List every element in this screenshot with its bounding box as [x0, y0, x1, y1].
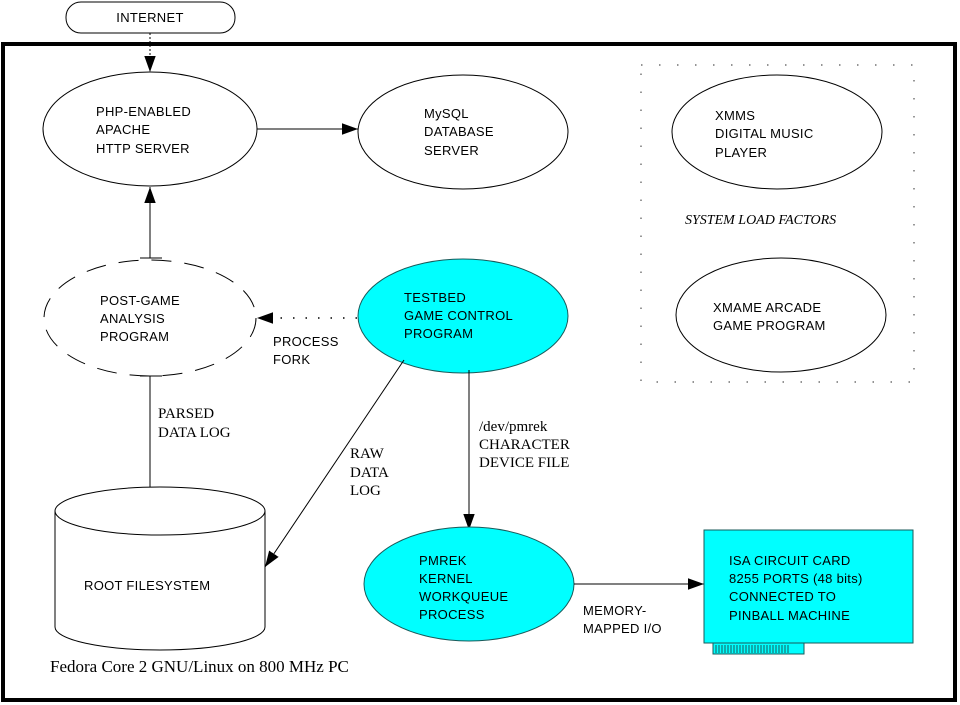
raw-log-label-1: RAW [350, 446, 385, 462]
char-device-label-3: DEVICE FILE [479, 455, 569, 471]
xmms-label-2: DIGITAL MUSIC [715, 126, 814, 141]
mysql-label-2: DATABASE [424, 124, 494, 139]
edge-raw-log [264, 359, 405, 568]
pmrek-node[interactable]: PMREK KERNEL WORKQUEUE PROCESS [363, 526, 575, 642]
mmio-label-1: MEMORY- [583, 603, 647, 618]
postgame-ellipse [43, 259, 257, 377]
testbed-label-3: PROGRAM [404, 326, 473, 341]
isa-card-pins [715, 645, 789, 653]
xmame-ellipse [675, 257, 887, 373]
apache-label-1: PHP-ENABLED [96, 104, 191, 119]
system-frame [1, 42, 957, 702]
testbed-ellipse [357, 258, 569, 374]
mysql-node[interactable]: MySQL DATABASE SERVER [357, 74, 569, 190]
isa-label-3: CONNECTED TO [729, 589, 836, 604]
xmms-label-1: XMMS [715, 108, 755, 123]
pmrek-label-4: PROCESS [419, 607, 485, 622]
footer-label: Fedora Core 2 GNU/Linux on 800 MHz PC [50, 657, 349, 676]
xmms-label-3: PLAYER [715, 145, 767, 160]
mysql-ellipse [357, 74, 569, 190]
mysql-label-3: SERVER [424, 143, 479, 158]
process-fork-label-2: FORK [273, 352, 310, 367]
testbed-label-2: GAME CONTROL [404, 308, 513, 323]
pmrek-label-2: KERNEL [419, 571, 473, 586]
isa-label-4: PINBALL MACHINE [729, 608, 850, 623]
xmms-ellipse [671, 74, 883, 190]
internet-node[interactable]: INTERNET [65, 1, 236, 34]
parsed-log-label-2: DATA LOG [158, 425, 231, 441]
char-device-label-1: /dev/pmrek [479, 419, 548, 435]
apache-label-2: APACHE [96, 122, 150, 137]
isa-label-2: 8255 PORTS (48 bits) [729, 571, 863, 586]
xmms-node[interactable]: XMMS DIGITAL MUSIC PLAYER [671, 74, 883, 190]
pmrek-label-1: PMREK [419, 553, 467, 568]
testbed-node[interactable]: TESTBED GAME CONTROL PROGRAM [357, 258, 569, 374]
char-device-label-2: CHARACTER [479, 437, 570, 453]
isa-card-body [703, 529, 914, 644]
postgame-node[interactable]: POST-GAME ANALYSIS PROGRAM [43, 259, 257, 377]
mysql-label-1: MySQL [424, 106, 469, 121]
postgame-label-1: POST-GAME [100, 293, 180, 308]
xmame-node[interactable]: XMAME ARCADE GAME PROGRAM [675, 257, 887, 373]
apache-node[interactable]: PHP-ENABLED APACHE HTTP SERVER [42, 71, 258, 187]
system-load-label: SYSTEM LOAD FACTORS [685, 213, 836, 228]
rootfs-node[interactable]: ROOT FILESYSTEM [54, 486, 266, 651]
internet-label: INTERNET [116, 10, 183, 25]
isa-card-node[interactable]: ISA CIRCUIT CARD 8255 PORTS (48 bits) CO… [703, 529, 914, 655]
apache-label-3: HTTP SERVER [96, 141, 190, 156]
parsed-log-label-1: PARSED [158, 406, 214, 422]
rootfs-body [54, 511, 266, 651]
isa-label-1: ISA CIRCUIT CARD [729, 553, 851, 568]
raw-log-label-2: DATA [350, 465, 389, 481]
pmrek-label-3: WORKQUEUE [419, 589, 508, 604]
postgame-label-3: PROGRAM [100, 329, 169, 344]
process-fork-label-1: PROCESS [273, 334, 339, 349]
xmame-label-1: XMAME ARCADE [713, 300, 821, 315]
rootfs-label: ROOT FILESYSTEM [84, 578, 210, 593]
postgame-label-2: ANALYSIS [100, 311, 165, 326]
testbed-label-1: TESTBED [404, 290, 466, 305]
mmio-label-2: MAPPED I/O [583, 621, 662, 636]
rootfs-top [54, 486, 266, 536]
xmame-label-2: GAME PROGRAM [713, 318, 826, 333]
raw-log-label-3: LOG [350, 483, 381, 499]
